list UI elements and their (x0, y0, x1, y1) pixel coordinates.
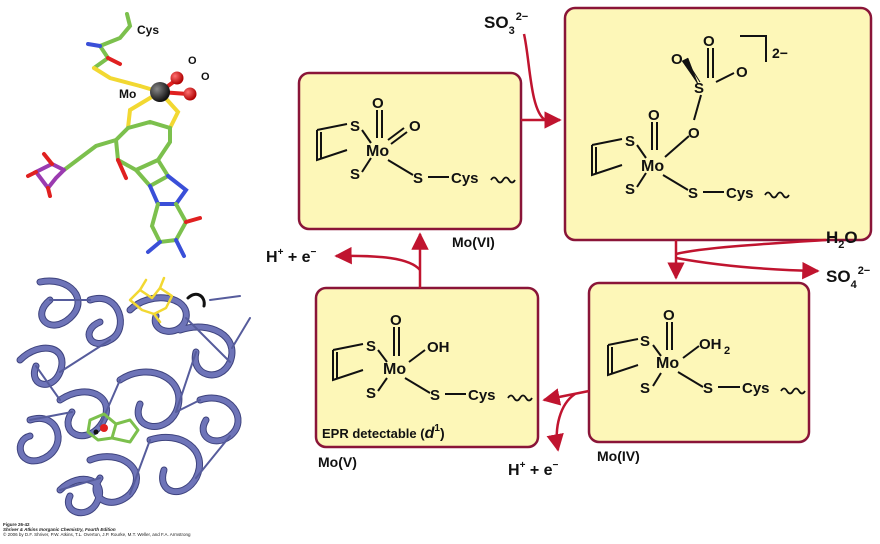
arrow-proton-out-right (546, 392, 576, 452)
proton-electron-right: H+ + e− (508, 460, 559, 479)
caption-copyright: © 2006 by D.F. Shriver, P.W. Atkins, T.L… (3, 532, 191, 537)
cofactor-model: Cys Mo O O (26, 12, 210, 258)
box-mo4 (587, 281, 811, 444)
mo5-s-top: S (366, 338, 376, 355)
mo4-oh2: OH (699, 336, 722, 353)
structure-mo4 (607, 322, 806, 395)
mo5-s-cys: S (430, 387, 440, 404)
mo6-cys: Cys (451, 170, 479, 187)
model-cys-label: Cys (137, 23, 159, 37)
sb-charge: 2− (772, 45, 788, 61)
sb-mo-oxo: O (648, 107, 660, 124)
box-mo5 (314, 286, 540, 449)
sb-sulfur: S (694, 80, 704, 97)
mo4-mo: Mo (656, 355, 679, 372)
arrow-proton-out-left (334, 246, 421, 271)
model-o1-label: O (188, 55, 197, 67)
mo6-s-top: S (350, 118, 360, 135)
protein-ribbon (16, 276, 251, 517)
mo6-s-bottom: S (350, 166, 360, 183)
mo6-o-right: O (409, 118, 421, 135)
sb-bridging-o: O (688, 125, 700, 142)
mo4-oh2-sub: 2 (724, 345, 730, 357)
proton-electron-left: H+ + e− (266, 247, 317, 266)
mo6-mo: Mo (366, 143, 389, 160)
sulfate-label: SO42− (826, 265, 870, 291)
sb-mo: Mo (641, 158, 664, 175)
structure-mo5 (332, 327, 533, 402)
sulfite-label: SO32− (484, 11, 528, 37)
state-mo5: Mo(V) (318, 454, 357, 470)
arrow-sulfite-in (522, 33, 546, 122)
mo5-oh: OH (427, 339, 450, 356)
structure-mo6 (316, 110, 516, 184)
model-o2-label: O (201, 71, 210, 83)
sb-s-o-right: O (736, 64, 748, 81)
mo4-s-cys: S (703, 380, 713, 397)
mo6-s-cys: S (413, 170, 423, 187)
box-sulfite-bound (563, 6, 873, 242)
sb-cys: Cys (726, 185, 754, 202)
mo4-o-top: O (663, 307, 675, 324)
structure-sulfite-bound (591, 35, 790, 199)
mo5-s-bottom: S (366, 385, 376, 402)
mo5-cys: Cys (468, 387, 496, 404)
arrow-water-in (675, 238, 827, 256)
water-label: H2O (826, 228, 858, 251)
mo4-cys: Cys (742, 380, 770, 397)
mo5-o-top: O (390, 312, 402, 329)
sb-s-bottom: S (625, 181, 635, 198)
state-mo4: Mo(IV) (597, 448, 640, 464)
mo4-s-top: S (640, 333, 650, 350)
epr-label: EPR detectable (d1) (322, 423, 445, 442)
sb-s-o-left: O (671, 51, 683, 68)
caption-figure-number: Figure 26-42 (3, 522, 30, 527)
sb-s-top: S (625, 133, 635, 150)
state-mo6: Mo(VI) (452, 234, 495, 250)
arrow-mo4-to-mo5 (542, 388, 590, 406)
mo4-s-bottom: S (640, 380, 650, 397)
box-mo6 (297, 71, 523, 231)
model-mo-label: Mo (119, 87, 136, 101)
caption-book-title: Shriver & Atkins Inorganic Chemistry, Fo… (3, 527, 116, 532)
cycle-arrows (334, 33, 827, 452)
mo5-mo: Mo (383, 361, 406, 378)
sb-s-o-top: O (703, 33, 715, 50)
mo6-o-top: O (372, 95, 384, 112)
arrow-sulfate-out (675, 256, 820, 280)
sb-s-cys: S (688, 185, 698, 202)
